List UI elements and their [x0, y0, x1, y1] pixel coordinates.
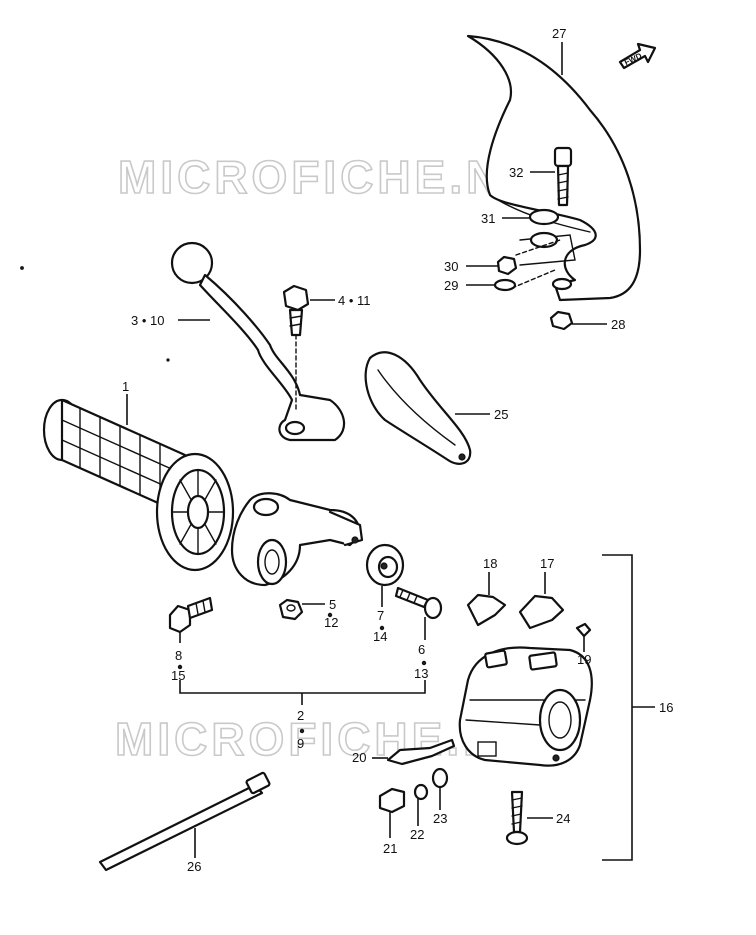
bracket-16	[602, 554, 633, 861]
label-2: 2	[297, 708, 304, 723]
label-3-10: 3 • 10	[131, 313, 164, 328]
switch-housing-16	[458, 646, 593, 767]
part-labels: 1 3 • 10 4 • 11 5 12 6 13 7 14 8 15 2 9 …	[122, 26, 673, 874]
label-8: 8	[175, 648, 182, 663]
label-30: 30	[444, 259, 458, 274]
cable-tie-26	[98, 771, 271, 872]
hand-guard-27	[466, 34, 642, 302]
label-18: 18	[483, 556, 497, 571]
switch-knob-17	[518, 594, 565, 630]
label-21: 21	[383, 841, 397, 856]
label-6: 6	[418, 642, 425, 657]
screw-24	[505, 790, 529, 846]
label-22: 22	[410, 827, 424, 842]
lever-holder-2-9	[230, 492, 364, 587]
switch-21	[378, 787, 406, 814]
label-9: 9	[297, 736, 304, 751]
label-15: 15	[171, 668, 185, 683]
label-13: 13	[414, 666, 428, 681]
label-32: 32	[509, 165, 523, 180]
label-12: 12	[324, 615, 338, 630]
label-26: 26	[187, 859, 201, 874]
leader-lines	[126, 42, 607, 858]
label-28: 28	[611, 317, 625, 332]
label-29: 29	[444, 278, 458, 293]
speck	[166, 358, 170, 362]
label-20: 20	[352, 750, 366, 765]
front-arrow-label: FWD	[623, 51, 644, 67]
screw-6-13	[394, 586, 443, 620]
label-4-11: 4 • 11	[338, 293, 371, 308]
label-14: 14	[373, 629, 387, 644]
bolt-32	[553, 146, 573, 207]
label-23: 23	[433, 811, 447, 826]
nut-30	[496, 255, 518, 276]
label-5: 5	[329, 597, 336, 612]
brake-lever-3-10	[170, 241, 346, 442]
label-16: 16	[659, 700, 673, 715]
speck	[20, 266, 24, 270]
label-17: 17	[540, 556, 554, 571]
label-27: 27	[552, 26, 566, 41]
front-arrow-icon: FWD	[618, 42, 657, 70]
spring-23	[431, 767, 449, 789]
terminal-20	[386, 738, 456, 766]
switch-knob-18	[466, 593, 507, 627]
label-25: 25	[494, 407, 508, 422]
label-24: 24	[556, 811, 570, 826]
grip-1	[42, 398, 235, 572]
nut-5-12	[278, 598, 304, 621]
cap-22	[413, 783, 429, 801]
label-19: 19	[577, 652, 591, 667]
bolt-8-15	[168, 596, 214, 634]
label-1: 1	[122, 379, 129, 394]
bracket-2-9	[179, 680, 426, 694]
pivot-bolt-4-11	[282, 284, 310, 411]
label-7: 7	[377, 608, 384, 623]
label-31: 31	[481, 211, 495, 226]
lever-cover-25	[364, 351, 472, 465]
screw-19	[575, 622, 592, 638]
nut-28	[549, 310, 574, 331]
adjuster-7-14	[365, 543, 405, 587]
separator-dots	[177, 612, 427, 734]
washer-31	[528, 208, 560, 226]
